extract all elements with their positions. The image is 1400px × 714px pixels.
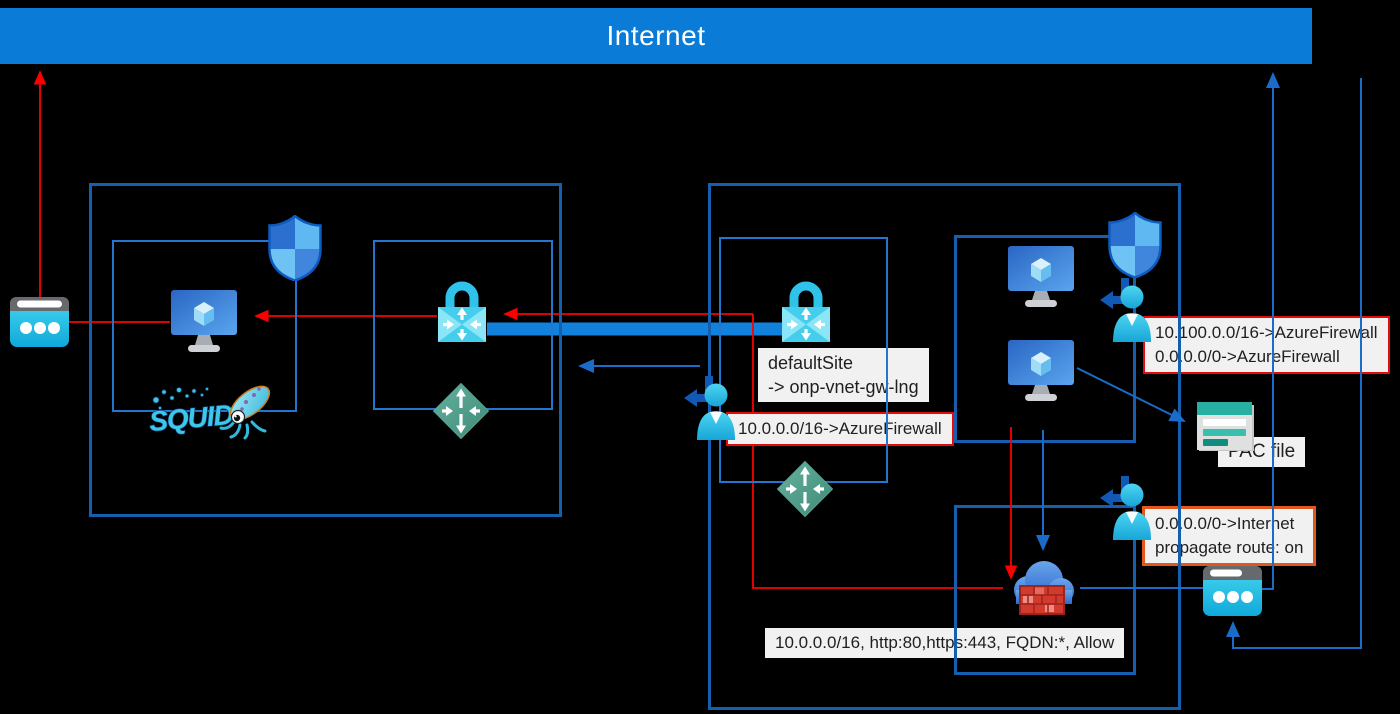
firewall-rule-text: 10.0.0.0/16, http:80,https:443, FQDN:*, …	[775, 633, 1115, 652]
azure-browser-icon	[1203, 566, 1262, 616]
vm-subnet-route-line2: 0.0.0.0/0->AzureFirewall	[1155, 347, 1340, 366]
gateway-route-user-icon	[683, 376, 737, 440]
proxy-vm-icon	[171, 290, 237, 354]
onprem-network-box	[89, 183, 562, 517]
brick-wall	[1019, 585, 1065, 615]
bubbles	[152, 387, 209, 410]
vm-route-user-icon	[1099, 278, 1153, 342]
firewall-subnet-route-label: 0.0.0.0/0->Internet propagate route: on	[1142, 506, 1317, 566]
azure-vm2-icon	[1008, 340, 1074, 402]
azure-local-network-gateway-icon	[776, 460, 834, 518]
firewall-subnet-route-line1: 0.0.0.0/0->Internet	[1155, 514, 1295, 533]
blue-vm-to-pac-line	[1076, 367, 1186, 422]
azure-vm1-icon	[1008, 246, 1074, 308]
gateway-subnet-route-label: 10.0.0.0/16->AzureFirewall	[726, 412, 954, 446]
red-firewall-return-path	[752, 314, 1003, 589]
gateway-subnet-route-text: 10.0.0.0/16->AzureFirewall	[738, 419, 942, 438]
squid-proxy-logo: ​ SQUID	[146, 378, 274, 444]
azure-firewall-icon	[1004, 554, 1080, 616]
onprem-browser-icon	[10, 297, 69, 347]
onprem-shield-icon	[267, 215, 323, 281]
blue-internet-to-browser-line	[1226, 78, 1362, 649]
onprem-vpn-gateway-icon	[437, 281, 487, 343]
pac-file-icon	[1196, 402, 1254, 452]
vm-subnet-route-line1: 10.100.0.0/16->AzureFirewall	[1155, 323, 1378, 342]
onprem-proxy-subnet-box	[112, 240, 297, 412]
firewall-rule-label: 10.0.0.0/16, http:80,https:443, FQDN:*, …	[765, 628, 1125, 658]
internet-banner-label: Internet	[606, 20, 706, 51]
squid-logo-text: SQUID	[148, 399, 235, 437]
azure-shield-icon	[1107, 212, 1163, 278]
default-site-label: defaultSite -> onp-vnet-gw-lng	[758, 348, 929, 402]
vm-subnet-routes-label: 10.100.0.0/16->AzureFirewall 0.0.0.0/0->…	[1143, 316, 1390, 374]
squid-mascot	[219, 385, 271, 440]
firewall-route-user-icon	[1099, 476, 1153, 540]
blue-browser-to-internet-line	[1262, 72, 1280, 590]
internet-banner: Internet	[0, 8, 1312, 64]
firewall-subnet-route-line2: propagate route: on	[1155, 538, 1304, 557]
default-site-line2: -> onp-vnet-gw-lng	[768, 377, 919, 397]
onprem-local-network-gateway-icon	[432, 382, 490, 440]
azure-firewall-subnet-box	[954, 505, 1136, 675]
azure-vpn-gateway-icon	[781, 281, 831, 343]
azure-vnet-box	[708, 183, 1181, 710]
default-site-line1: defaultSite	[768, 353, 854, 373]
